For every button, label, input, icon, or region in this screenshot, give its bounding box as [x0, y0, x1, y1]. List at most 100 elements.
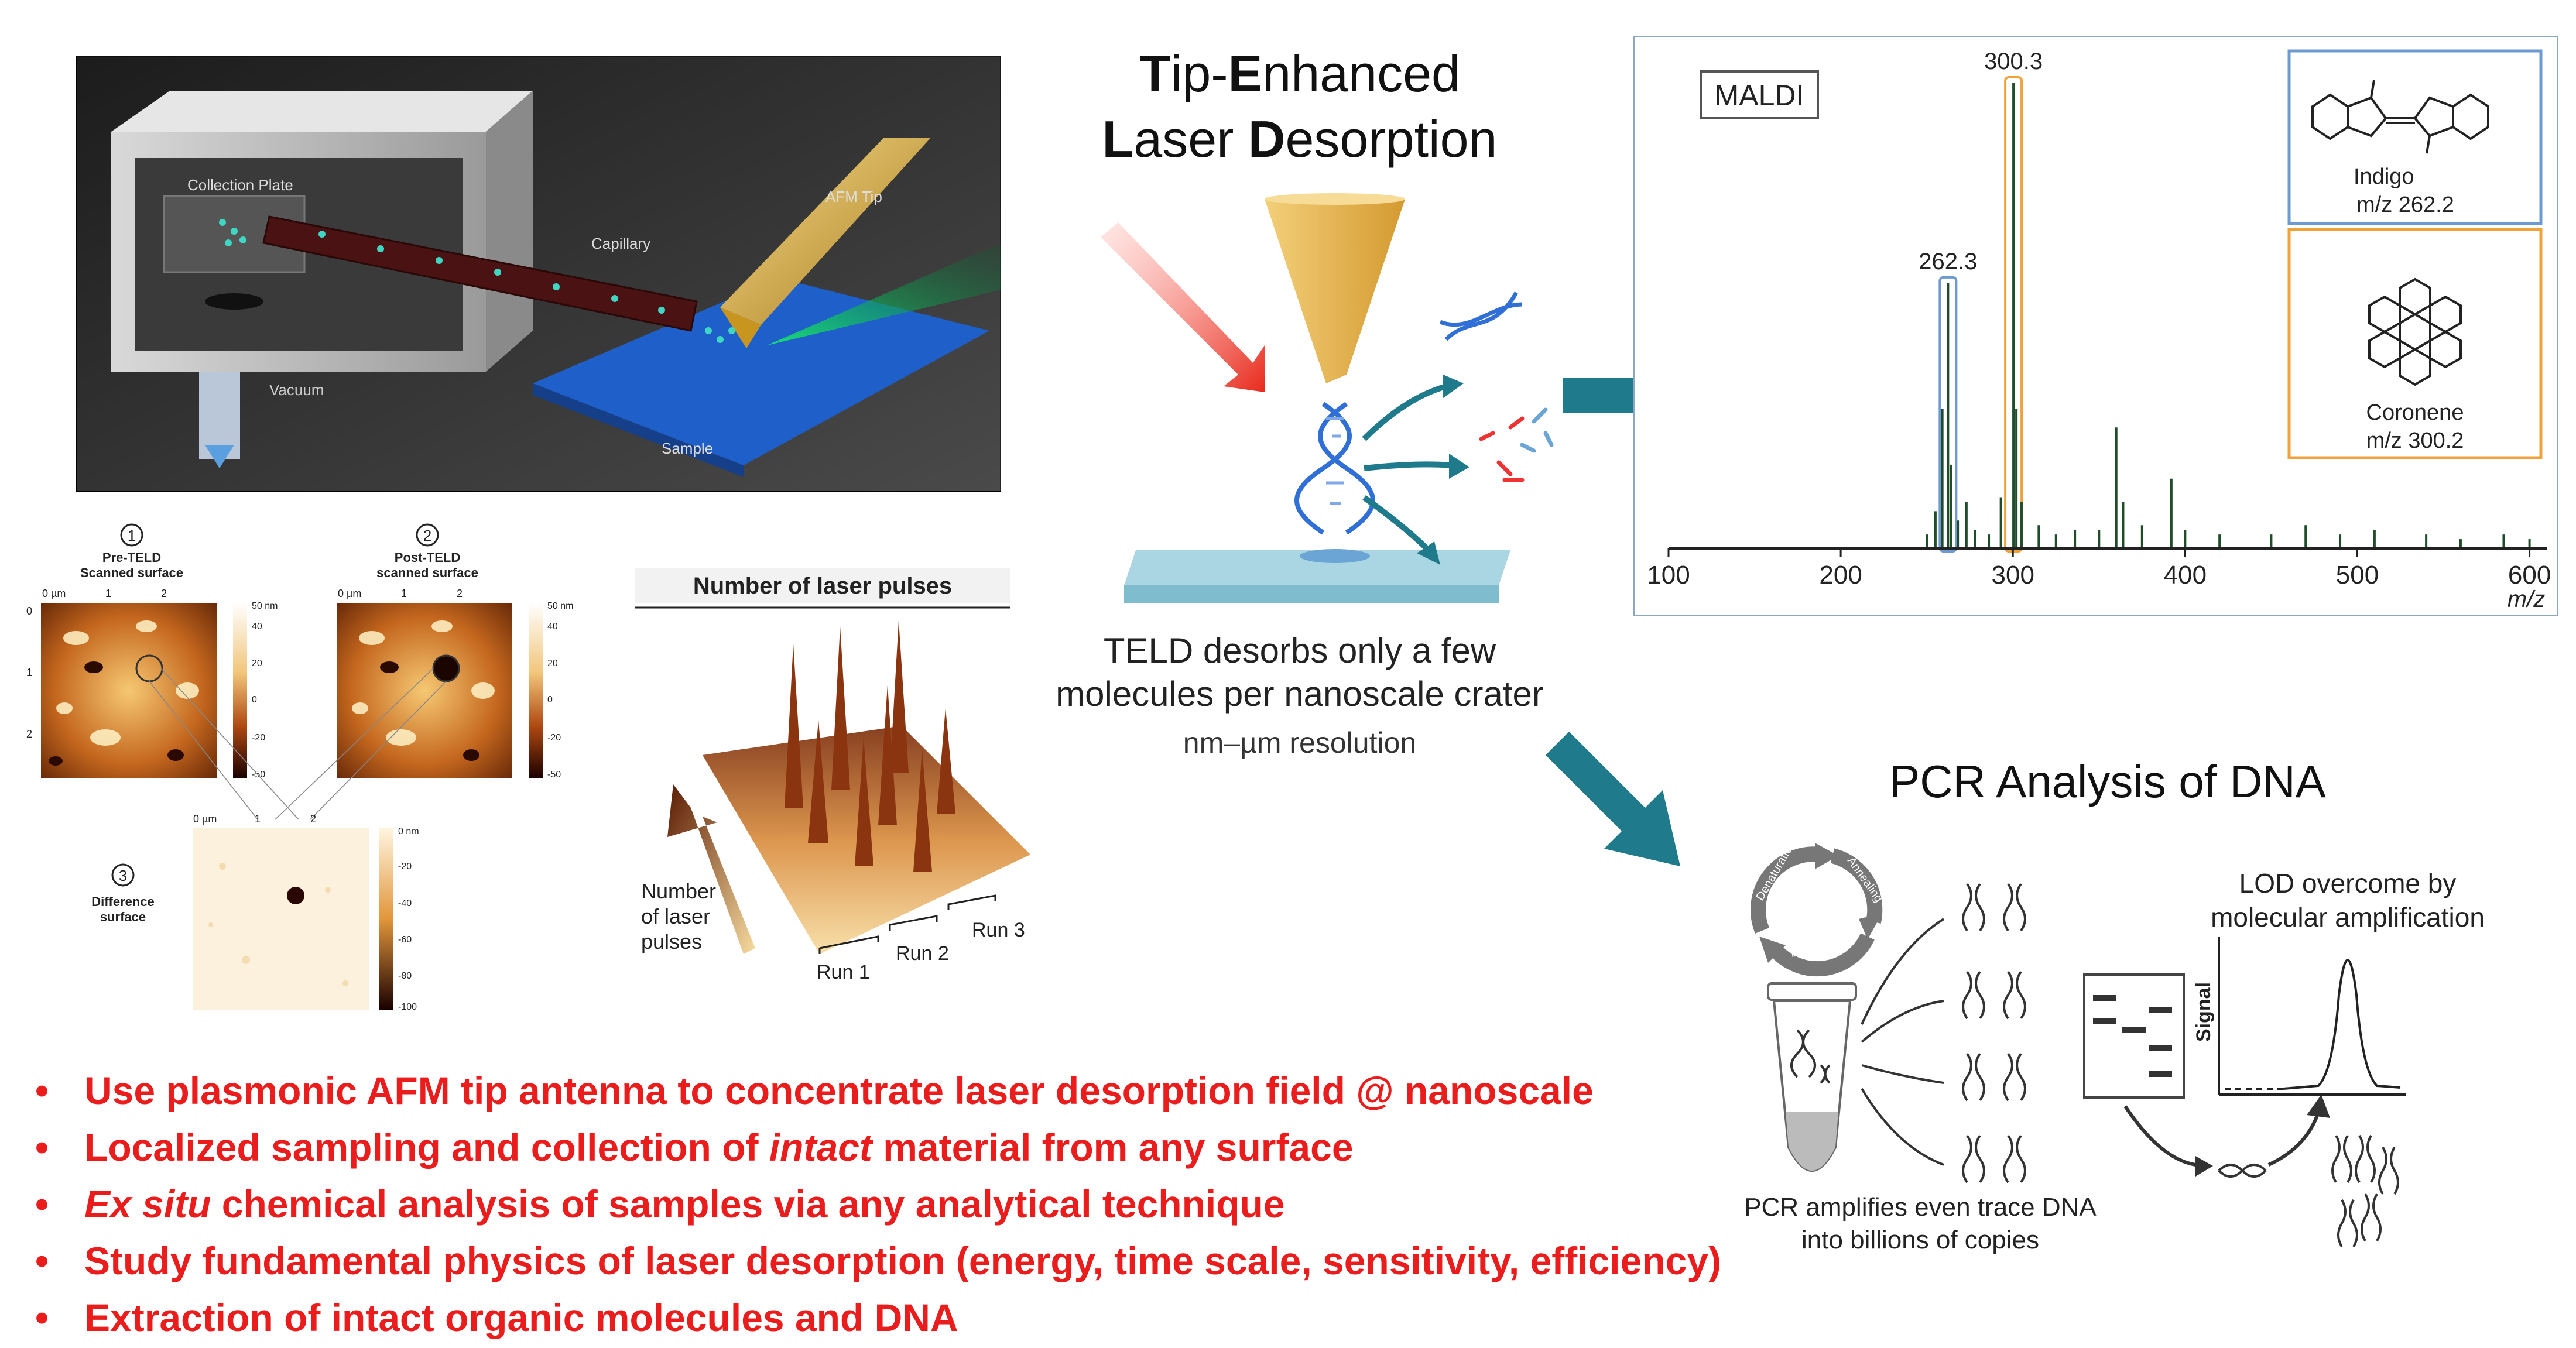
post-label: Post-TELD: [395, 550, 460, 565]
dna-copy-icon: [1975, 1052, 1985, 1102]
capillary-label: Capillary: [591, 235, 650, 252]
pre-scale-3: 0: [252, 695, 257, 705]
coronene-mz: m/z 300.2: [2366, 428, 2464, 453]
pulses-axis-label-3: pulses: [641, 929, 702, 953]
dna-copy-icon: [1962, 1052, 1972, 1102]
instrument-schematic: Collection Plate Vacuum Sample Capillary…: [76, 56, 1001, 492]
post-scale-3: 0: [547, 695, 553, 705]
dna-copy-icon: [2016, 1052, 2026, 1102]
pulses-title: Number of laser pulses: [693, 573, 952, 599]
pre-axis-x1: 1: [105, 588, 111, 599]
pre-scale-2: 20: [252, 658, 262, 668]
x-tick-label: 600: [2508, 561, 2551, 589]
diff-scale-5: -100: [398, 1002, 417, 1012]
post-label-2: scanned surface: [376, 565, 478, 580]
run-1: Run 1: [817, 961, 870, 983]
dna-copy-icon: [1962, 1134, 1972, 1184]
x-tick-label: 400: [2164, 561, 2207, 589]
run-3: Run 3: [972, 919, 1025, 941]
diff-label-2: surface: [100, 910, 146, 924]
dna-copy-icon: [1975, 883, 1985, 932]
post-number: 2: [423, 527, 431, 544]
pre-scale-0: 50 nm: [252, 601, 278, 611]
dna-small-icon: [1439, 291, 1523, 341]
cycle-annealing: Annealing: [1845, 855, 1885, 904]
post-scale-4: -20: [547, 733, 561, 743]
dna-copy-icon: [2003, 1134, 2013, 1184]
peak-label: 262.3: [1919, 249, 1977, 275]
dna-icon: [1294, 402, 1375, 535]
pulses-axis-arrow: [667, 784, 755, 954]
pcr-tube-icon: [1767, 982, 1857, 1172]
pre-axis-x0: 0 µm: [42, 588, 66, 599]
dna-copy-icon: [2016, 970, 2026, 1020]
gold-tip: [1265, 199, 1405, 383]
vacuum-label: Vacuum: [269, 381, 324, 399]
dna-copy-icon: [2016, 883, 2026, 932]
dna-copy-icon: [2003, 970, 2013, 1020]
pre-scale-4: -20: [252, 733, 265, 743]
dna-copy-icon: [2016, 1134, 2026, 1184]
dna-copy-icon: [1962, 970, 1972, 1020]
post-scale-0: 50 nm: [547, 601, 573, 611]
pcr-title: PCR Analysis of DNA: [1889, 756, 2326, 807]
signal-label: Signal: [2193, 982, 2215, 1042]
peak-label: 300.3: [1984, 49, 2043, 74]
diff-scale-0: 0 nm: [398, 826, 419, 836]
bullet-item: •Use plasmonic AFM tip antenna to concen…: [35, 1069, 1594, 1112]
diff-scale-2: -40: [398, 898, 412, 908]
pre-scale-5: -50: [252, 770, 265, 780]
lod-caption: LOD overcome by molecular amplification: [2211, 868, 2485, 932]
bullet-item: •Localized sampling and collection of in…: [35, 1126, 1354, 1169]
pre-scale-1: 40: [252, 622, 262, 632]
sample-label: Sample: [662, 440, 713, 457]
collection-plate-label: Collection Plate: [187, 176, 293, 194]
pre-number: 1: [128, 527, 136, 544]
teld-title: Tip-Enhanced Laser Desorption: [1102, 44, 1498, 168]
diff-number: 3: [119, 867, 127, 884]
peak-highlight-box: [1938, 276, 1958, 553]
cycle-denaturation: Denaturation: [1753, 838, 1798, 903]
teld-caption: TELD desorbs only a few molecules per na…: [1056, 631, 1544, 714]
bullet-list: •Use plasmonic AFM tip antenna to concen…: [35, 1062, 1733, 1346]
laser-pulses-surface: Number of laser pulses Number of laser p…: [635, 568, 1030, 983]
arrow-down-right-icon: [1546, 732, 1680, 866]
bullet-item: •Study fundamental physics of laser deso…: [35, 1239, 1722, 1282]
dna-copy-icon: [1962, 883, 1972, 932]
dna-copy-icon: [2003, 883, 2013, 932]
diff-axis-x0: 0 µm: [193, 813, 217, 825]
pre-axis-y0: 0: [26, 605, 32, 617]
dna-copy-icon: [1975, 1134, 1985, 1184]
bullet-item: •Ex situ chemical analysis of samples vi…: [35, 1182, 1285, 1226]
post-axis-x0: 0 µm: [338, 588, 361, 599]
pcr-cycle-icon: [1751, 846, 1883, 977]
afm-panels: 1 Pre-TELD Scanned surface 0 µm 1 2 0 1 …: [26, 523, 573, 1012]
difference-afm-image: [193, 828, 369, 1010]
pre-axis-y2: 2: [26, 728, 32, 740]
teld-illustration: [1101, 193, 1554, 603]
run-2: Run 2: [896, 942, 949, 965]
x-axis-label: m/z: [2508, 586, 2545, 612]
x-tick-label: 300: [1992, 561, 2034, 589]
post-scale-2: 20: [547, 658, 558, 668]
x-tick-label: 200: [1819, 561, 1862, 589]
coronene-structure-icon: [2368, 277, 2462, 386]
x-tick-label: 500: [2336, 561, 2379, 589]
diff-axis-x2: 2: [310, 813, 316, 825]
diff-axis-x1: 1: [255, 813, 261, 825]
chart-title: MALDI: [1715, 79, 1804, 112]
pre-axis-y1: 1: [26, 667, 32, 678]
diff-scale-4: -80: [398, 971, 412, 981]
post-scale-5: -50: [547, 770, 561, 780]
indigo-structure-icon: [2311, 80, 2489, 154]
teld-resolution: nm–µm resolution: [1183, 726, 1417, 759]
pulses-axis-label-1: Number: [641, 879, 716, 903]
coronene-name: Coronene: [2366, 400, 2464, 425]
indigo-name: Indigo: [2354, 164, 2414, 189]
afm-tip-label: AFM Tip: [825, 188, 882, 205]
indigo-mz: m/z 262.2: [2356, 193, 2454, 217]
dna-copy-icon: [2003, 1052, 2013, 1102]
post-axis-x2: 2: [457, 588, 463, 599]
post-axis-x1: 1: [401, 588, 407, 599]
gel-icon: [2083, 973, 2185, 1099]
